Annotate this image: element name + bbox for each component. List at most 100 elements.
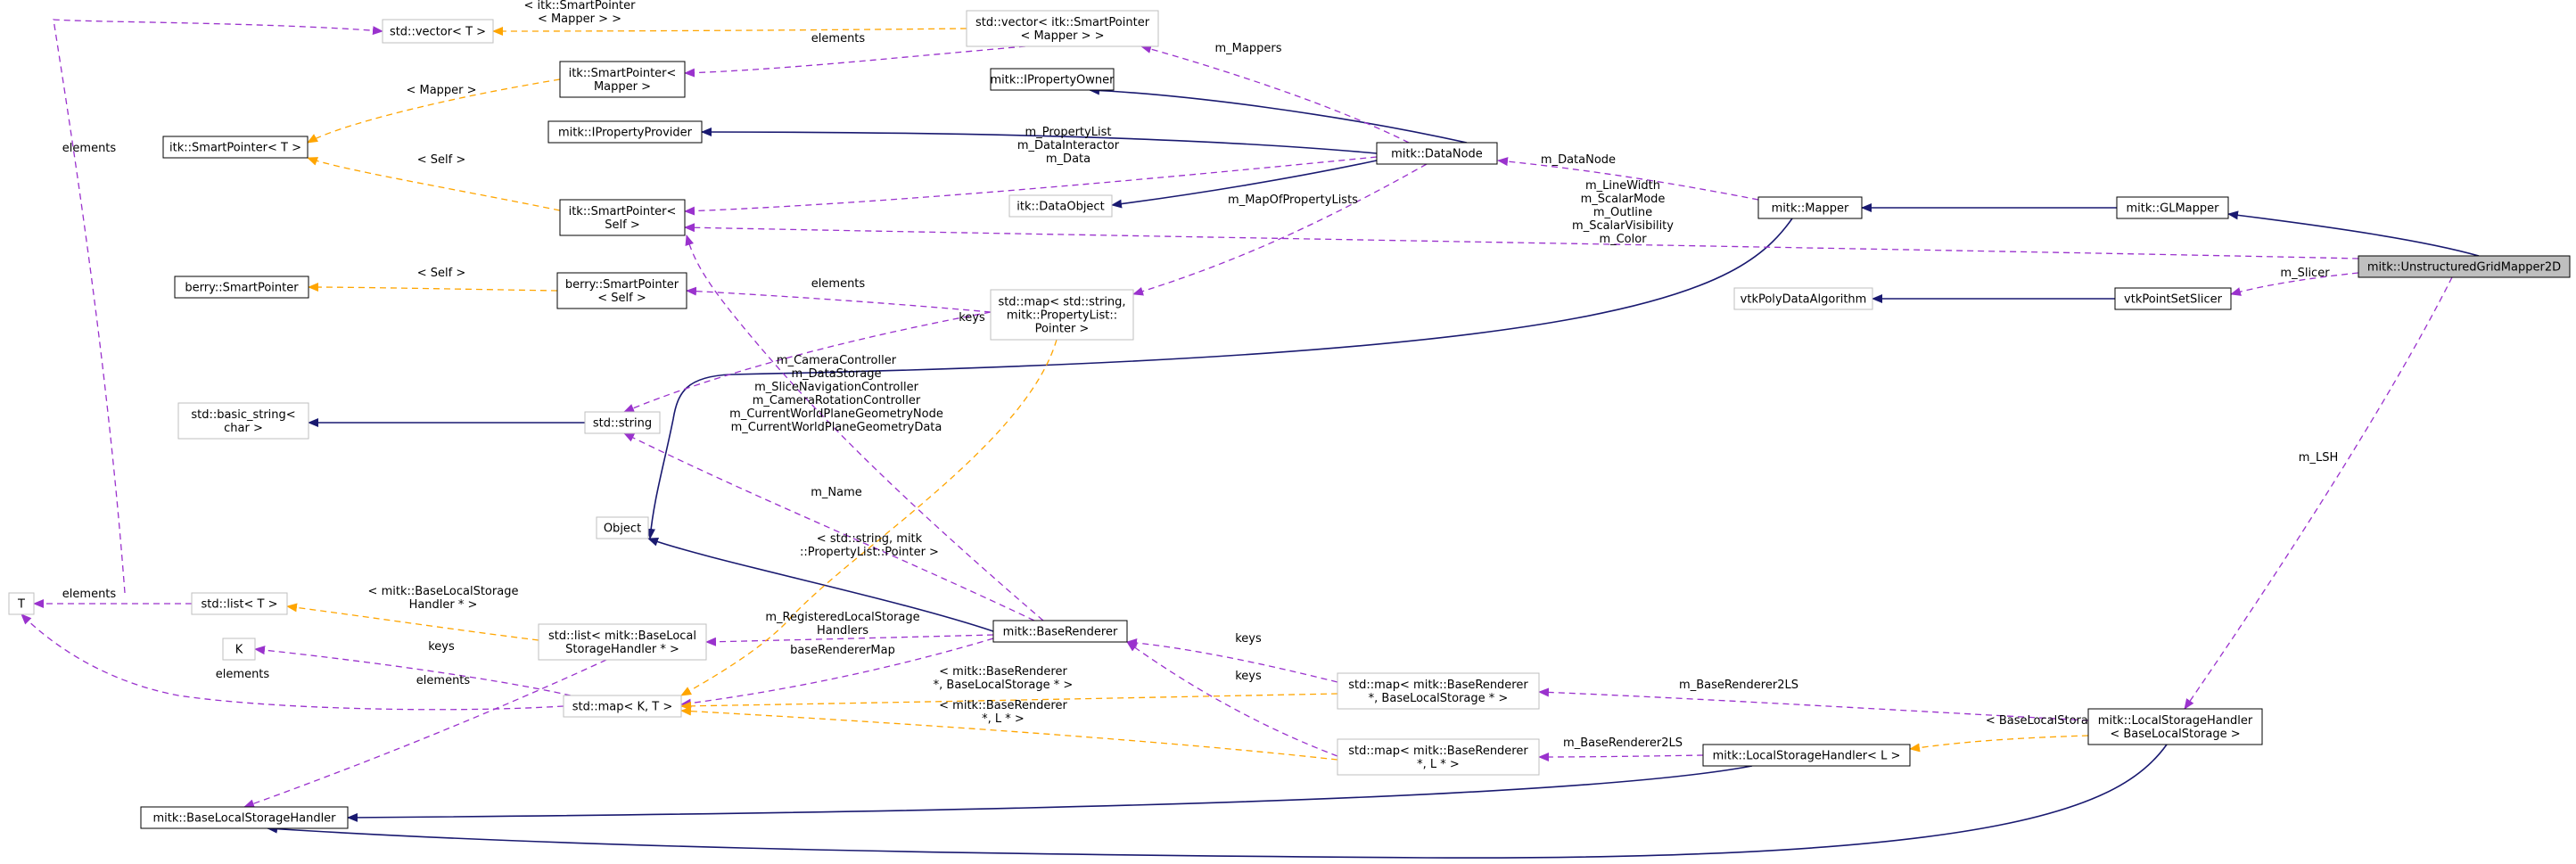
class-node-dataObject[interactable]: itk::DataObject bbox=[1008, 194, 1113, 218]
usage-edge-29 bbox=[243, 659, 607, 809]
class-node-box bbox=[162, 136, 309, 159]
class-node-ugm[interactable]: mitk::UnstructuredGridMapper2D bbox=[2358, 255, 2571, 278]
class-node-basicString[interactable]: std::basic_string<char > bbox=[177, 402, 309, 440]
class-node-label: mitk::IPropertyProvider bbox=[558, 127, 693, 140]
class-node-spT[interactable]: itk::SmartPointer< T > bbox=[162, 136, 309, 159]
class-node-T[interactable]: T bbox=[8, 592, 35, 615]
class-node-label: vtkPolyDataAlgorithm bbox=[1741, 293, 1867, 307]
inheritance-edge-9 bbox=[647, 537, 994, 632]
class-node-baseLSH[interactable]: mitk::BaseLocalStorageHandler bbox=[140, 806, 349, 829]
class-node-mapProp[interactable]: std::map< std::string,mitk::PropertyList… bbox=[990, 289, 1134, 341]
class-node-label: K bbox=[235, 644, 243, 657]
template-edge-40 bbox=[286, 603, 539, 641]
inheritance-edge-10 bbox=[347, 765, 1753, 822]
edge-label-l8: m_DataNode bbox=[1541, 153, 1616, 167]
class-node-box bbox=[556, 272, 687, 309]
edge-label-l4: < Mapper > bbox=[406, 84, 476, 97]
class-node-vecSP[interactable]: std::vector< itk::SmartPointer< Mapper >… bbox=[966, 10, 1159, 47]
class-node-ipp[interactable]: mitk::IPropertyProvider bbox=[547, 120, 703, 144]
edge-label-l29: < mitk::BaseRenderer*, L * > bbox=[939, 699, 1067, 726]
class-node-box bbox=[1337, 738, 1540, 776]
class-node-label: std::map< mitk::BaseRenderer*, L * > bbox=[1348, 745, 1528, 771]
class-node-glMapper[interactable]: mitk::GLMapper bbox=[2116, 196, 2229, 219]
class-node-label: std::basic_string<char > bbox=[191, 408, 295, 435]
class-node-label: std::map< std::string,mitk::PropertyList… bbox=[998, 296, 1125, 336]
edge-label-l5: elements bbox=[62, 142, 117, 155]
usage-edge-12 bbox=[684, 45, 1026, 78]
class-node-baseRenderer[interactable]: mitk::BaseRenderer bbox=[992, 620, 1128, 643]
usage-edge-33 bbox=[1538, 752, 1704, 761]
class-node-box bbox=[559, 199, 686, 236]
class-node-lshL[interactable]: mitk::LocalStorageHandler< L > bbox=[1702, 744, 1911, 767]
usage-edge-16 bbox=[1132, 163, 1428, 296]
edge-label-l17: < std::string, mitk::PropertyList::Point… bbox=[800, 532, 939, 559]
class-node-mapBR_BLS[interactable]: std::map< mitk::BaseRenderer*, BaseLocal… bbox=[1337, 672, 1540, 710]
usage-edge-28 bbox=[254, 646, 572, 696]
class-node-box bbox=[559, 61, 686, 98]
class-node-K[interactable]: K bbox=[222, 638, 256, 661]
class-node-mapper[interactable]: mitk::Mapper bbox=[1757, 196, 1863, 219]
edge-label-l6: < Self > bbox=[417, 153, 466, 167]
class-node-dataNode[interactable]: mitk::DataNode bbox=[1376, 142, 1498, 165]
class-node-label: std::map< K, T > bbox=[572, 701, 673, 714]
edge-label-l1: < itk::SmartPointer< Mapper > > bbox=[524, 0, 637, 26]
inheritance-edge-3 bbox=[1111, 160, 1378, 209]
class-node-vtkPDA[interactable]: vtkPolyDataAlgorithm bbox=[1733, 287, 1873, 310]
class-node-psSlicer[interactable]: vtkPointSetSlicer bbox=[2114, 287, 2232, 310]
class-node-box bbox=[2114, 287, 2232, 310]
class-node-lshBLS[interactable]: mitk::LocalStorageHandler< BaseLocalStor… bbox=[2087, 708, 2263, 745]
class-node-object[interactable]: Object bbox=[596, 516, 649, 539]
class-node-berrySP[interactable]: berry::SmartPointer bbox=[174, 276, 309, 299]
inheritance-edge-11 bbox=[267, 744, 2168, 859]
edge-label-l3: m_Mappers bbox=[1215, 42, 1282, 55]
class-node-box bbox=[2358, 255, 2571, 278]
class-node-mapBR_L[interactable]: std::map< mitk::BaseRenderer*, L * > bbox=[1337, 738, 1540, 776]
class-node-vecT[interactable]: std::vector< T > bbox=[382, 19, 494, 44]
class-node-stdString[interactable]: std::string bbox=[584, 411, 661, 434]
usage-edge-23 bbox=[623, 432, 1035, 621]
edge-label-l23: baseRendererMap bbox=[790, 644, 895, 657]
class-node-spSelf[interactable]: itk::SmartPointer<Self > bbox=[559, 199, 686, 236]
edge-label-l13: keys bbox=[959, 311, 985, 325]
class-node-mapKT[interactable]: std::map< K, T > bbox=[563, 695, 682, 718]
edge-label-l11: < Self > bbox=[417, 267, 466, 280]
class-node-spMapper[interactable]: itk::SmartPointer<Mapper > bbox=[559, 61, 686, 98]
usage-edge-27 bbox=[21, 613, 564, 711]
class-node-box bbox=[990, 68, 1115, 91]
class-node-label: itk::SmartPointer<Mapper > bbox=[569, 67, 677, 94]
class-node-berrySPSelf[interactable]: berry::SmartPointer< Self > bbox=[556, 272, 687, 309]
class-node-listT[interactable]: std::list< T > bbox=[191, 592, 288, 615]
class-node-label: mitk::LocalStorageHandler< BaseLocalStor… bbox=[2098, 714, 2253, 741]
class-node-label: mitk::LocalStorageHandler< L > bbox=[1713, 750, 1901, 763]
edge-label-l27: < mitk::BaseRenderer*, BaseLocalStorage … bbox=[934, 665, 1074, 692]
class-node-label: std::list< T > bbox=[202, 598, 278, 612]
class-node-box bbox=[191, 592, 288, 615]
template-edge-35 bbox=[492, 26, 967, 36]
class-node-box bbox=[1008, 194, 1113, 218]
edge-label-l26: keys bbox=[1235, 632, 1262, 646]
edge-label-l9: m_MapOfPropertyLists bbox=[1228, 193, 1358, 207]
edge-label-l31: < BaseLocalStorage > bbox=[1986, 714, 2116, 728]
class-node-box bbox=[1702, 744, 1911, 767]
class-node-box bbox=[177, 402, 309, 440]
inheritance-edge-7 bbox=[646, 218, 1793, 539]
class-node-label: mitk::GLMapper bbox=[2126, 202, 2219, 216]
inheritance-edge-5 bbox=[2227, 210, 2480, 257]
edge-labels-layer: < itk::SmartPointer< Mapper > >elementsm… bbox=[62, 0, 2338, 750]
class-node-label: mitk::UnstructuredGridMapper2D bbox=[2367, 261, 2561, 275]
usage-edge-17 bbox=[684, 223, 2359, 259]
class-node-box bbox=[1337, 672, 1540, 710]
usage-edge-20 bbox=[2230, 272, 2359, 296]
class-node-label: mitk::Mapper bbox=[1772, 202, 1849, 216]
class-node-label: T bbox=[17, 598, 25, 612]
edge-label-l18: m_LSH bbox=[2299, 451, 2338, 465]
class-node-ipo[interactable]: mitk::IPropertyOwner bbox=[990, 68, 1115, 91]
nodes-layer: std::vector< T > std::vector< itk::SmartP… bbox=[8, 10, 2571, 829]
class-node-box bbox=[966, 10, 1159, 47]
class-node-box bbox=[140, 806, 349, 829]
